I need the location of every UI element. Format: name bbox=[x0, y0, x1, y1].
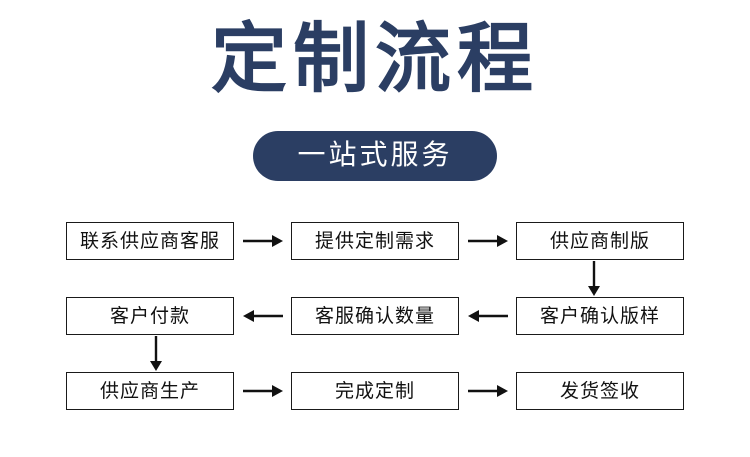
flow-node-complete-customization: 完成定制 bbox=[291, 372, 459, 410]
flow-node-provide-requirements: 提供定制需求 bbox=[291, 222, 459, 260]
flow-cell-r2c1: 客户付款 bbox=[62, 297, 238, 335]
flow-cell-r3c3: 发货签收 bbox=[512, 372, 688, 410]
flow-cell-r2c2: 客服确认数量 bbox=[287, 297, 463, 335]
process-flowchart: 联系供应商客服 提供定制需求 供应商制版 bbox=[62, 222, 688, 410]
flow-row-1: 联系供应商客服 提供定制需求 供应商制版 bbox=[62, 222, 688, 260]
flow-cell-r1c3: 供应商制版 bbox=[512, 222, 688, 260]
flow-node-supplier-production: 供应商生产 bbox=[66, 372, 234, 410]
subtitle-badge-container: 一站式服务 bbox=[0, 131, 750, 181]
flow-node-service-confirm-quantity: 客服确认数量 bbox=[291, 297, 459, 335]
flow-row-2: 客户付款 客服确认数量 客户确认版样 bbox=[62, 297, 688, 335]
flow-node-supplier-plate-making: 供应商制版 bbox=[516, 222, 684, 260]
page-title: 定制流程 bbox=[211, 18, 539, 102]
flow-cell-r3c2: 完成定制 bbox=[287, 372, 463, 410]
flow-node-contact-supplier-service: 联系供应商客服 bbox=[66, 222, 234, 260]
flow-cell-r1c2: 提供定制需求 bbox=[287, 222, 463, 260]
flow-node-customer-confirm-sample: 客户确认版样 bbox=[516, 297, 684, 335]
arrow-right-icon-r3a1 bbox=[238, 372, 287, 410]
flow-node-customer-payment: 客户付款 bbox=[66, 297, 234, 335]
flow-cell-r3c1: 供应商生产 bbox=[62, 372, 238, 410]
arrow-left-icon-r2a2 bbox=[463, 297, 512, 335]
arrow-left-icon-r2a1 bbox=[238, 297, 287, 335]
flow-row-3: 供应商生产 完成定制 发货签收 bbox=[62, 372, 688, 410]
one-stop-service-badge: 一站式服务 bbox=[253, 131, 497, 181]
flow-node-ship-and-receive: 发货签收 bbox=[516, 372, 684, 410]
arrow-right-icon-r1a2 bbox=[463, 222, 512, 260]
arrow-right-icon-r1a1 bbox=[238, 222, 287, 260]
flow-cell-r1c1: 联系供应商客服 bbox=[62, 222, 238, 260]
arrow-right-icon-r3a2 bbox=[463, 372, 512, 410]
flow-row-gap-2 bbox=[62, 335, 688, 372]
flow-row-gap-1 bbox=[62, 260, 688, 297]
flow-cell-r2c3: 客户确认版样 bbox=[512, 297, 688, 335]
